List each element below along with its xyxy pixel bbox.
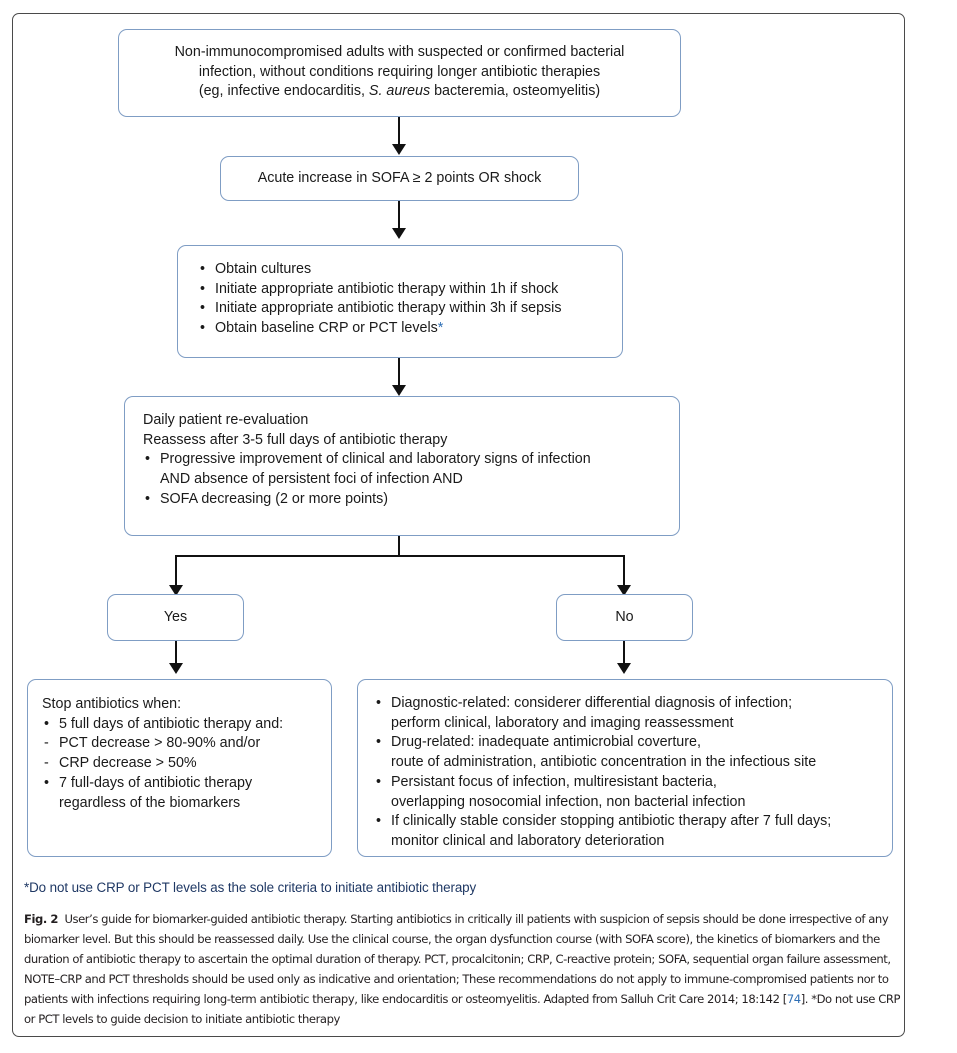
bullet-marker: • — [44, 715, 50, 732]
no-bullet-3-line-2: overlapping nosocomial infection, non ba… — [391, 793, 746, 810]
stop-item-4: 7 full-days of antibiotic therapy — [59, 774, 253, 791]
yes-label: Yes — [163, 609, 188, 625]
connector-box1-to-box2 — [398, 117, 400, 147]
dash-marker: - — [44, 735, 49, 752]
list-item: • 7 full-days of antibiotic therapy rega… — [42, 774, 321, 813]
box3-bullet-1: Obtain cultures — [215, 261, 312, 277]
connector-drop-no — [623, 555, 625, 588]
figure-caption: Fig. 2 User’s guide for biomarker-guided… — [24, 910, 900, 1030]
list-item: • Obtain cultures — [198, 260, 608, 280]
bullet-marker: • — [376, 773, 382, 790]
caption-label: Fig. 2 — [24, 912, 59, 926]
flow-box-no-response-actions: • Diagnostic-related: considerer differe… — [357, 679, 893, 857]
box1-line-2: infection, without conditions requiring … — [198, 63, 601, 80]
box1-line-3: (eg, infective endocarditis, S. aureus b… — [135, 82, 664, 102]
list-item: • Persistant focus of infection, multire… — [374, 773, 880, 812]
no-bullet-1-line-2: perform clinical, laboratory and imaging… — [391, 714, 734, 731]
connector-box4-stem — [398, 536, 400, 557]
arrowhead-box3 — [392, 228, 406, 239]
flow-box-initial-actions: • Obtain cultures • Initiate appropriate a… — [177, 245, 623, 358]
list-item: • Obtain baseline CRP or PCT levels* — [198, 319, 608, 339]
box2-text: Acute increase in SOFA ≥ 2 points OR sho… — [257, 170, 542, 186]
stop-item-3: CRP decrease > 50% — [59, 755, 197, 772]
stop-heading: Stop antibiotics when: — [42, 696, 182, 712]
flow-box-yes: Yes — [107, 594, 244, 641]
box4-bullet-1-line-2: AND absence of persistent foci of infect… — [160, 471, 463, 488]
box1-species-italic: S. aureus — [368, 83, 431, 100]
flow-box-sofa-criteria: Acute increase in SOFA ≥ 2 points OR sho… — [220, 156, 579, 201]
bullet-marker: • — [200, 320, 206, 337]
list-item: • SOFA decreasing (2 or more points) — [143, 490, 665, 510]
stop-item-1: 5 full days of antibiotic therapy and: — [59, 715, 284, 732]
box4-heading-1: Daily patient re-evaluation — [143, 412, 309, 428]
flow-box-no: No — [556, 594, 693, 641]
arrowhead-no-outcome — [617, 663, 631, 674]
figure-footnote: *Do not use CRP or PCT levels as the sol… — [24, 880, 477, 895]
footnote-asterisk: * — [437, 320, 444, 337]
arrowhead-box2 — [392, 144, 406, 155]
no-label: No — [615, 609, 634, 625]
bullet-marker: • — [376, 813, 382, 830]
bullet-marker: • — [376, 734, 382, 751]
caption-citation-link[interactable]: 74 — [786, 991, 801, 1006]
no-bullet-2-line-2: route of administration, antibiotic conc… — [391, 754, 817, 771]
connector-box2-to-box3 — [398, 201, 400, 231]
box4-bullet-2-line-1: SOFA decreasing (2 or more points) — [160, 490, 389, 507]
box4-heading-2: Reassess after 3-5 full days of antibiot… — [143, 431, 448, 448]
stop-item-list: •5 full days of antibiotic therapy and: … — [42, 715, 321, 814]
no-bullet-3-line-1: Persistant focus of infection, multiresi… — [391, 773, 717, 790]
no-bullet-1-line-1: Diagnostic-related: considerer different… — [391, 695, 793, 711]
box1-line-3-suffix: bacteremia, osteomyelitis) — [430, 83, 601, 100]
bullet-marker: • — [200, 300, 206, 317]
bullet-marker: • — [145, 451, 151, 468]
list-item: • Drug-related: inadequate antimicrobial… — [374, 733, 880, 772]
bullet-marker: • — [200, 280, 206, 297]
caption-body-part-2: ]. *Do not use CRP or PCT levels to guid… — [24, 991, 901, 1026]
box4-bullet-1-line-1: Progressive improvement of clinical and … — [160, 451, 591, 468]
no-outcome-bullet-list: • Diagnostic-related: considerer differe… — [374, 694, 880, 852]
no-bullet-2-line-1: Drug-related: inadequate antimicrobial c… — [391, 734, 701, 751]
list-item: -PCT decrease > 80-90% and/or — [42, 734, 321, 754]
box3-bullet-4: Obtain baseline CRP or PCT levels — [215, 320, 438, 337]
list-item: • Initiate appropriate antibiotic therapy… — [198, 299, 608, 319]
box4-bullet-list: • Progressive improvement of clinical an… — [143, 450, 665, 509]
flow-box-stop-antibiotics: Stop antibiotics when: • 5 full days of a… — [27, 679, 332, 857]
bullet-marker: • — [145, 490, 151, 507]
list-item: • Progressive improvement of clinical an… — [143, 450, 665, 489]
bullet-marker: • — [44, 774, 50, 791]
bullet-marker: • — [200, 261, 206, 277]
arrowhead-yes-outcome — [169, 663, 183, 674]
dash-marker: - — [44, 755, 49, 772]
flow-box-population: Non-immunocompromised adults with suspec… — [118, 29, 681, 117]
connector-no-to-outcome — [623, 641, 625, 666]
connector-drop-yes — [175, 555, 177, 588]
list-item: • If clinically stable consider stopping… — [374, 812, 880, 851]
connector-box3-to-box4 — [398, 358, 400, 388]
box3-bullet-2: Initiate appropriate antibiotic therapy … — [215, 280, 559, 297]
box3-bullet-list: • Obtain cultures • Initiate appropriate a… — [198, 260, 608, 339]
list-item: • Initiate appropriate antibiotic therapy… — [198, 280, 608, 300]
stop-item-4-continuation: regardless of the biomarkers — [59, 794, 241, 811]
arrowhead-no — [617, 585, 631, 596]
flow-box-daily-reevaluation: Daily patient re-evaluation Reassess aft… — [124, 396, 680, 536]
list-item: • Diagnostic-related: considerer differe… — [374, 694, 880, 733]
connector-split-horizontal — [175, 555, 624, 557]
box1-line-3-prefix: (eg, infective endocarditis, — [198, 83, 369, 100]
stop-item-2: PCT decrease > 80-90% and/or — [59, 735, 261, 752]
list-item: • 5 full days of antibiotic therapy and: — [42, 715, 321, 735]
caption-body-part-1: User’s guide for biomarker-guided antibi… — [24, 912, 891, 1006]
box3-bullet-3: Initiate appropriate antibiotic therapy … — [215, 300, 562, 317]
no-bullet-4-line-1: If clinically stable consider stopping a… — [391, 813, 832, 830]
connector-yes-to-outcome — [175, 641, 177, 666]
no-bullet-4-line-2: monitor clinical and laboratory deterior… — [391, 833, 665, 850]
list-item: -CRP decrease > 50% — [42, 754, 321, 774]
bullet-marker: • — [376, 695, 382, 711]
arrowhead-yes — [169, 585, 183, 596]
box1-line-1: Non-immunocompromised adults with suspec… — [174, 44, 625, 60]
arrowhead-box4 — [392, 385, 406, 396]
